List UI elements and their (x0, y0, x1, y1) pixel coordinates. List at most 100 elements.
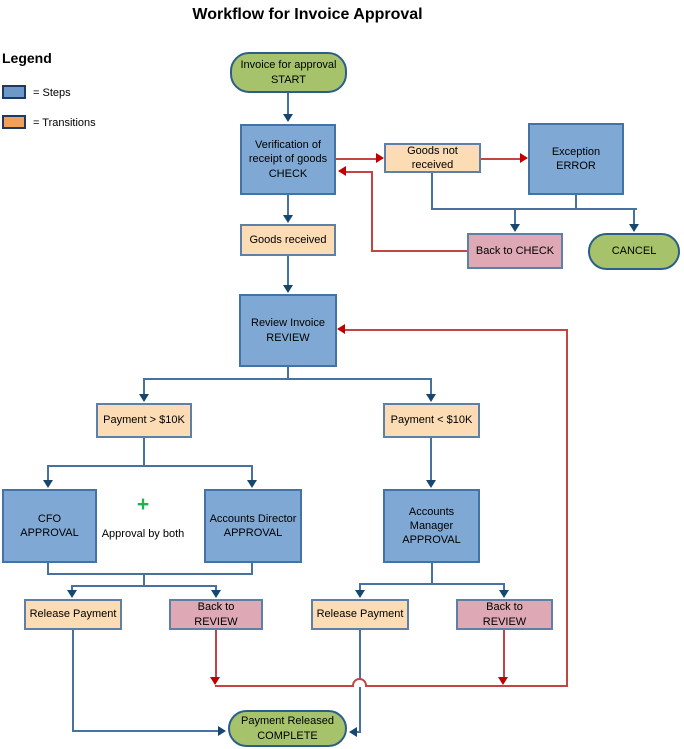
edge-back-to-check-out (371, 250, 467, 252)
arrow-into-review-right (337, 324, 345, 334)
legend-steps-label: = Steps (33, 87, 71, 99)
node-complete-label: Payment Released (241, 715, 334, 728)
arrow-into-goods-not-received (376, 153, 384, 163)
edge-approval-join-down (143, 573, 145, 586)
arrow-into-payment-lt (426, 394, 436, 402)
node-accounts-manager-label: Accounts Manager (408, 505, 455, 532)
arrow-into-review-top (283, 285, 293, 293)
node-back-to-check: Back to CHECK (467, 233, 563, 269)
arrow-into-accounts-manager (426, 480, 436, 488)
edge-cfo-down (47, 563, 49, 575)
node-goods-received-label: Goods received (249, 233, 327, 246)
edge-back-to-check-up (371, 171, 373, 252)
node-review-sub: REVIEW (266, 331, 310, 344)
node-release-payment-left: Release Payment (24, 599, 122, 630)
edge-release-left-down (72, 630, 74, 731)
legend-heading: Legend (2, 50, 52, 66)
edge-payment-gt-down (143, 438, 145, 466)
legend-steps-swatch (2, 85, 26, 99)
edge-to-back-review-left (215, 585, 217, 591)
edge-left-outcome-horizontal (71, 585, 217, 587)
node-back-to-review-right: Back to REVIEW (456, 599, 553, 630)
node-release-payment-left-label: Release Payment (29, 608, 117, 621)
node-back-to-review-right-label: Back to (486, 601, 523, 614)
legend-transitions-label: = Transitions (33, 117, 96, 129)
node-start-label: Invoice for approval (240, 59, 337, 72)
edge-manager-down (431, 563, 433, 584)
node-payment-gt-10k: Payment > $10K (96, 403, 192, 438)
plus-icon: + (136, 493, 150, 516)
node-start: Invoice for approval START (230, 52, 347, 93)
edge-director-down (251, 563, 253, 575)
node-cancel-label: CANCEL (611, 245, 657, 258)
edge-back-to-check-into-check (346, 171, 373, 173)
arrow-into-cancel (629, 224, 639, 232)
node-review-label: Review Invoice (251, 317, 325, 330)
edge-review-branch-horizontal (143, 378, 432, 380)
edge-to-payment-gt (143, 378, 145, 395)
edge-start-check (287, 93, 289, 115)
node-back-to-review-left: Back to REVIEW (169, 599, 263, 630)
edge-return-horizontal-left (215, 685, 353, 687)
node-accounts-manager-sub: APPROVAL (402, 534, 461, 547)
node-exception-sub: ERROR (556, 160, 596, 172)
edge-to-back-review-right (503, 583, 505, 591)
edge-exception-down (575, 195, 577, 210)
edge-to-back-to-check (514, 208, 516, 225)
edge-to-accounts-director (251, 465, 253, 481)
node-accounts-director-label: Accounts Director (209, 512, 297, 525)
node-complete-sub: COMPLETE (257, 729, 318, 742)
edge-return-up (566, 330, 568, 687)
edge-back-review-right-down (503, 630, 505, 678)
node-goods-not-received-label: Goods not received (407, 144, 458, 171)
node-back-to-review-left-sub: REVIEW (194, 615, 238, 628)
node-release-payment-right: Release Payment (311, 599, 409, 630)
arrow-into-back-review-left (211, 590, 221, 598)
node-back-to-check-label: Back to CHECK (475, 244, 555, 257)
arrow-into-back-to-check (510, 224, 520, 232)
node-payment-lt-10k: Payment < $10K (383, 403, 480, 438)
diagram-title: Workflow for Invoice Approval (192, 6, 423, 23)
node-goods-received: Goods received (240, 224, 336, 256)
node-accounts-director-sub: APPROVAL (223, 527, 283, 539)
edge-check-goods-received (287, 195, 289, 216)
arrow-into-goods-received (283, 215, 293, 223)
node-goods-not-received: Goods not received (384, 143, 481, 173)
arrow-into-exception (520, 153, 528, 163)
arrow-into-check-top (283, 114, 293, 122)
node-cancel: CANCEL (588, 233, 680, 270)
node-payment-gt-10k-label: Payment > $10K (103, 414, 185, 427)
arrow-into-complete-right (349, 727, 357, 737)
edge-to-release-right (359, 583, 361, 591)
node-accounts-manager-approval: Accounts Manager APPROVAL (383, 489, 480, 563)
arrow-into-complete-left (218, 726, 226, 736)
edge-to-payment-lt (430, 378, 432, 395)
node-check: Verification of receipt of goods CHECK (240, 124, 336, 195)
node-release-payment-right-label: Release Payment (316, 608, 404, 621)
edge-to-release-left (71, 585, 73, 591)
node-exception-label: Exception (551, 145, 601, 158)
arrow-back-review-right-merge (498, 677, 508, 685)
edge-check-to-goods-not-received (336, 158, 376, 160)
edge-return-into-review (345, 329, 568, 331)
edge-goods-not-received-to-exception (481, 158, 520, 160)
edge-error-branch-horizontal (431, 208, 637, 210)
line-jump-arc (352, 678, 367, 687)
edge-return-horizontal-right (367, 685, 568, 687)
edge-release-right-to-complete (357, 731, 361, 733)
edge-review-down (287, 367, 289, 379)
node-check-label: Verification of receipt of goods (248, 139, 328, 166)
arrow-back-review-left-merge (210, 677, 220, 685)
edge-approval-join-horizontal (47, 573, 253, 575)
edge-goods-received-review (287, 256, 289, 286)
edge-to-cancel (633, 208, 635, 224)
node-cfo-approval-sub: APPROVAL (20, 527, 79, 539)
edge-release-left-to-complete (72, 730, 218, 732)
node-complete: Payment Released COMPLETE (228, 710, 347, 747)
node-review: Review Invoice REVIEW (239, 294, 337, 367)
node-cfo-approval-label: CFO (37, 512, 62, 525)
arrow-into-back-review-right (499, 590, 509, 598)
node-payment-lt-10k-label: Payment < $10K (390, 414, 473, 427)
edge-back-review-left-down (215, 630, 217, 678)
